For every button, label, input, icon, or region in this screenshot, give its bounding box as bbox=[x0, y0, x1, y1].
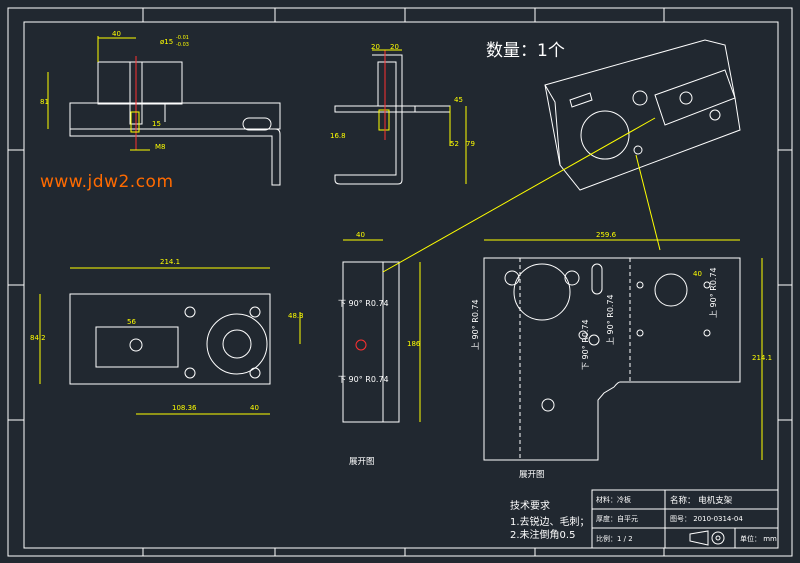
dim-side-16: 16.8 bbox=[330, 132, 346, 140]
tb-name: 名称： 电机支架 bbox=[670, 496, 733, 506]
dim-top-h: 84.2 bbox=[30, 334, 46, 342]
quantity-label: 数量：1个 bbox=[486, 41, 565, 61]
unfold-label-2: 展开图 bbox=[519, 470, 545, 480]
dim-top-10836: 108.36 bbox=[172, 404, 197, 412]
dim-front-tol-dn: -0.03 bbox=[176, 42, 189, 48]
drawing-frame bbox=[7, 7, 793, 557]
tech-title: 技术要求 bbox=[510, 501, 550, 512]
frame-ticks bbox=[8, 8, 792, 556]
tb-thickness: 厚度：自平元 bbox=[596, 515, 638, 523]
bend-note-r3: 上 90° R0.74 bbox=[606, 294, 615, 345]
dim-side-52: 52 bbox=[450, 140, 459, 148]
right-unfold-view bbox=[483, 257, 741, 461]
unfold-label-1: 展开图 bbox=[349, 457, 375, 467]
dim-front-tol-up: -0.01 bbox=[176, 35, 189, 41]
dim-side-20a: 20 bbox=[371, 43, 380, 51]
tech-line-1: 1.去锐边、毛刺； bbox=[510, 517, 590, 528]
bend-note-r2: 下 90° R0.74 bbox=[581, 319, 590, 370]
dim-front-15: 15 bbox=[152, 120, 161, 128]
dim-mid-w: 40 bbox=[356, 231, 365, 239]
middle-unfold-view bbox=[342, 261, 400, 423]
dim-front-tol: ø15 bbox=[160, 38, 174, 46]
dim-top-40: 40 bbox=[250, 404, 259, 412]
dim-mid-h: 186 bbox=[407, 340, 421, 348]
title-block bbox=[591, 489, 779, 549]
dim-top-483: 48.3 bbox=[288, 312, 304, 320]
dim-side-20b: 20 bbox=[390, 43, 399, 51]
dimension-lines bbox=[39, 36, 763, 460]
dim-front-m8: M8 bbox=[155, 143, 166, 151]
tech-line-2: 2.未注倒角0.5 bbox=[510, 530, 576, 541]
bend-note-1: 下 90° R0.74 bbox=[338, 299, 389, 308]
top-view bbox=[69, 293, 271, 385]
dim-front-top: 40 bbox=[112, 30, 121, 38]
projection-symbol bbox=[689, 530, 725, 546]
front-view bbox=[69, 61, 281, 186]
bend-note-r4: 上 90° R0.74 bbox=[709, 267, 718, 318]
side-view bbox=[334, 54, 451, 185]
dim-right-h: 214.1 bbox=[752, 354, 773, 362]
thread-mark bbox=[130, 111, 140, 133]
leader-lines bbox=[382, 117, 661, 273]
dim-right-40: 40 bbox=[693, 270, 702, 278]
tb-unit: 单位： mm bbox=[740, 535, 777, 543]
tb-scale: 比例：1 / 2 bbox=[596, 535, 633, 543]
bend-note-2: 下 90° R0.74 bbox=[338, 375, 389, 384]
dim-side-79: 79 bbox=[466, 140, 475, 148]
dim-right-w: 259.6 bbox=[596, 231, 617, 239]
dim-front-h: 81 bbox=[40, 98, 49, 106]
isometric-view bbox=[544, 39, 741, 191]
dim-top-w: 214.1 bbox=[160, 258, 181, 266]
tb-drawing-no: 图号： 2010-0314-04 bbox=[670, 515, 743, 523]
tb-material: 材料：冷板 bbox=[596, 496, 631, 504]
bend-note-r1: 上 90° R0.74 bbox=[471, 299, 480, 350]
watermark-text: www.jdw2.com bbox=[40, 172, 174, 192]
dim-side-45: 45 bbox=[454, 96, 463, 104]
dim-top-56: 56 bbox=[127, 318, 136, 326]
